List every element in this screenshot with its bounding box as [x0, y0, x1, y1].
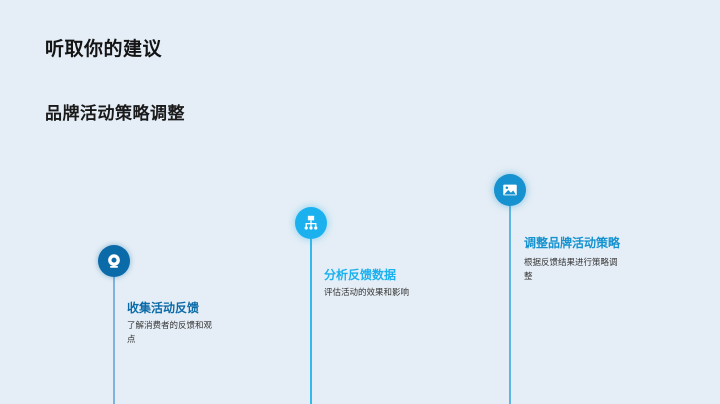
- step-description-3: 根据反馈结果进行策略调整: [524, 258, 618, 282]
- step-description-1: 了解消费者的反馈和观点: [127, 321, 213, 345]
- page-title: 听取你的建议: [45, 38, 163, 60]
- timeline-line-3: [509, 206, 511, 404]
- step-node-2: [295, 207, 327, 239]
- step-title-2: 分析反馈数据: [324, 268, 397, 282]
- timeline-line-1: [113, 277, 115, 404]
- sitemap-icon: [304, 215, 318, 230]
- step-node-1: [98, 245, 130, 277]
- image-icon: [503, 184, 517, 196]
- step-title-1: 收集活动反馈: [127, 301, 200, 315]
- step-node-3: [494, 174, 526, 206]
- page-subtitle: 品牌活动策略调整: [45, 104, 185, 124]
- step-description-2: 评估活动的效果和影响: [324, 288, 410, 298]
- step-title-3: 调整品牌活动策略: [524, 236, 621, 250]
- timeline-line-2: [310, 239, 312, 404]
- webcam-icon: [108, 254, 120, 268]
